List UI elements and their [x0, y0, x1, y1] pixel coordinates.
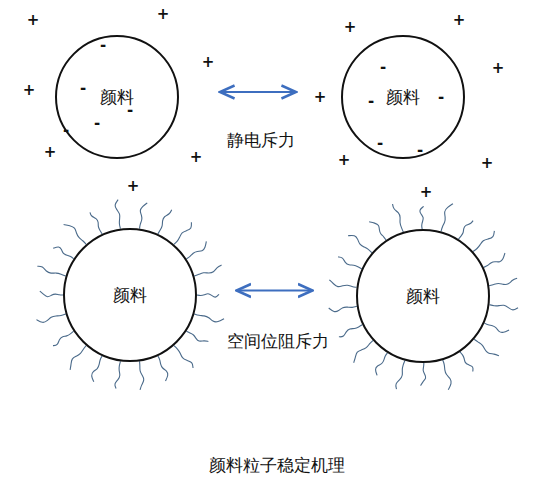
- charge-sign: +: [338, 153, 351, 168]
- particle-circle: [342, 36, 464, 158]
- charge-sign: +: [127, 179, 140, 194]
- polymer-chain: [484, 323, 509, 332]
- polymer-chain: [115, 361, 121, 388]
- charge-sign: -: [368, 94, 374, 109]
- polymer-chain: [376, 353, 388, 376]
- polymer-chain: [40, 291, 63, 297]
- charge-sign: +: [23, 83, 36, 98]
- charge-sign: -: [438, 90, 444, 105]
- charge-sign: -: [100, 38, 106, 53]
- charge-sign: +: [27, 13, 40, 28]
- particle-label: 颜料: [386, 86, 420, 109]
- charge-sign: +: [44, 145, 57, 160]
- edge-label: 静电斥力: [224, 131, 298, 150]
- polymer-chain: [443, 360, 451, 390]
- polymer-chain: [393, 204, 404, 232]
- polymer-chain: [484, 253, 505, 267]
- polymer-chain: [338, 257, 362, 269]
- polymer-chain: [194, 314, 224, 322]
- particle-circle: [357, 230, 489, 362]
- polymer-chain: [339, 325, 363, 337]
- polymer-chain: [53, 247, 73, 259]
- particle-circle: [64, 229, 196, 361]
- pigment-particle: 颜料: [341, 35, 465, 159]
- edge-label: 空间位阻斥力: [224, 331, 332, 350]
- repulsion-arrow: [237, 290, 313, 292]
- pigment-particle: 颜料: [63, 228, 197, 362]
- particle-label: 颜料: [406, 285, 440, 308]
- polymer-chain: [140, 203, 148, 229]
- charge-sign: +: [314, 90, 327, 105]
- polymer-chain: [421, 363, 426, 386]
- polymer-chain: [194, 265, 221, 276]
- polymer-chain: [473, 231, 494, 252]
- polymer-chain: [197, 294, 219, 297]
- charge-sign: -: [94, 116, 100, 131]
- polymer-chain: [70, 346, 86, 370]
- charge-sign: +: [420, 185, 433, 200]
- polymer-chain: [140, 361, 144, 390]
- repulsion-arrow: [220, 91, 296, 93]
- polymer-chain: [441, 204, 453, 232]
- polymer-chain: [186, 331, 208, 341]
- polymer-chain: [158, 356, 168, 381]
- polymer-chain: [115, 200, 120, 229]
- polymer-chain: [92, 356, 102, 382]
- polymer-chain: [174, 346, 193, 368]
- particle-circle: [56, 36, 178, 158]
- polymer-chain: [174, 222, 192, 244]
- charge-sign: +: [453, 13, 466, 28]
- polymer-chain: [489, 278, 517, 285]
- polymer-chain: [474, 339, 499, 356]
- pigment-particle: 颜料: [356, 229, 490, 363]
- charge-sign: +: [190, 150, 203, 165]
- charge-sign: +: [492, 61, 505, 76]
- charge-sign: -: [80, 81, 86, 96]
- polymer-chain: [329, 280, 356, 288]
- polymer-chain: [489, 305, 518, 310]
- charge-sign: -: [417, 143, 423, 158]
- polymer-chain: [458, 221, 473, 240]
- polymer-chain: [158, 210, 172, 234]
- polymer-chain: [37, 266, 65, 276]
- polymer-chain: [369, 222, 386, 240]
- charge-sign: +: [481, 156, 494, 171]
- charge-sign: +: [344, 20, 357, 35]
- figure-caption: 颜料粒子稳定机理: [209, 457, 345, 474]
- polymer-chain: [53, 331, 74, 345]
- polymer-chain: [329, 306, 357, 311]
- polymer-chain: [348, 235, 372, 252]
- charge-sign: +: [202, 55, 215, 70]
- particle-label: 颜料: [113, 284, 147, 307]
- polymer-chain: [64, 224, 87, 244]
- polymer-chain: [354, 341, 373, 363]
- charge-sign: -: [377, 136, 383, 151]
- polymer-chain: [36, 314, 65, 322]
- polymer-chain: [396, 361, 405, 390]
- polymer-chain: [460, 352, 473, 372]
- polymer-chain: [420, 206, 424, 229]
- charge-sign: -: [380, 60, 386, 75]
- polymer-chain: [186, 241, 206, 258]
- charge-sign: +: [157, 7, 170, 22]
- charge-sign: -: [63, 123, 69, 138]
- polymer-chain: [90, 212, 102, 234]
- pigment-particle: 颜料: [55, 35, 179, 159]
- charge-sign: -: [127, 103, 133, 118]
